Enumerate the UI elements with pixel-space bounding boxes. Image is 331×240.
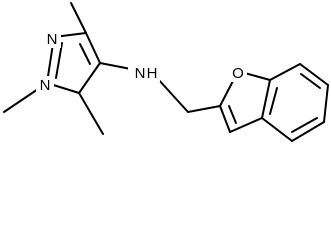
- bond-c3-c4-inner: [79, 43, 91, 65]
- molecule-structure: N N N H O: [3, 2, 329, 142]
- bond-c3-c4: [85, 32, 101, 64]
- bond-c3a-c3: [229, 117, 263, 133]
- bond-c7a-c7: [269, 63, 301, 81]
- atom-n-amine: N: [135, 65, 146, 82]
- atom-n-pyrazole-top: N: [47, 31, 58, 48]
- bond-n1-n2-inner: [55, 42, 63, 79]
- bond-c2-o: [219, 80, 234, 107]
- label-bg-n-top: [43, 30, 61, 48]
- label-bg-o: [229, 64, 247, 82]
- bond-c5-methyl: [78, 92, 104, 135]
- bond-n-amine-ch2: [157, 78, 189, 113]
- bond-c7a-c3a-inner: [269, 87, 278, 115]
- bond-c6-c5: [323, 84, 329, 123]
- bond-c3-c2-inner: [228, 105, 237, 124]
- bond-c3-c2: [219, 105, 231, 133]
- bond-c4-c3a: [261, 117, 293, 142]
- bond-c7-c6: [299, 63, 329, 86]
- bond-c3-methyl: [70, 2, 87, 34]
- bond-c5-c4-inner: [291, 117, 318, 133]
- label-bg-n-bottom: [36, 76, 54, 94]
- bond-c5-c4: [291, 121, 325, 142]
- atom-o-furan: O: [232, 65, 244, 82]
- atom-h-amine: H: [147, 65, 158, 82]
- bond-ch2-c2: [187, 105, 221, 113]
- label-bg-nh: [128, 64, 160, 82]
- bond-c7a-c3a: [261, 79, 271, 119]
- bond-c4-c5: [78, 62, 101, 94]
- atom-n-pyrazole-bottom: N: [40, 77, 51, 94]
- molecule-canvas: N N N H O: [3, 2, 329, 142]
- bond-c7-c6-inner: [300, 73, 321, 89]
